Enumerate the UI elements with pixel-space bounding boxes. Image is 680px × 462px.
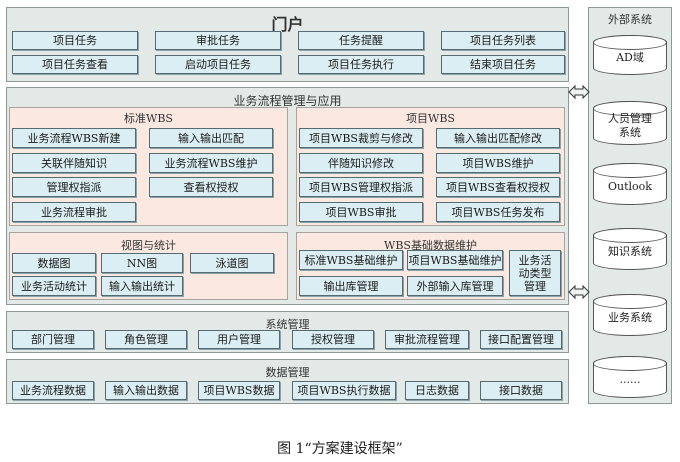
- portal-item-task: 项目任务: [12, 31, 138, 50]
- external-more-label: ......: [619, 373, 641, 386]
- sys-dept: 部门管理: [12, 330, 94, 349]
- std-wbs-maintain: 业务流程WBS维护: [149, 153, 273, 173]
- sys-panel: 系统管理: [6, 311, 569, 353]
- sys-title: 系统管理: [265, 318, 310, 331]
- proj-wbs-tailor: 项目WBS裁剪与修改: [299, 128, 423, 148]
- double-arrow-icon: [568, 284, 590, 300]
- portal-title: 门户: [271, 15, 304, 34]
- std-wbs-knowledge: 关联伴随知识: [12, 153, 136, 173]
- figure-caption: 图 1“方案建设框架”: [277, 441, 403, 457]
- portal-item-approval: 审批任务: [155, 31, 281, 50]
- wbs-base-output-lib: 输出库管理: [299, 276, 403, 296]
- portal-item-reminder: 任务提醒: [298, 31, 424, 50]
- wbs-base-proj: 项目WBS基础维护: [407, 250, 503, 270]
- view-data-chart: 数据图: [12, 253, 96, 273]
- sys-auth: 授权管理: [292, 330, 374, 349]
- std-wbs-title: 标准WBS: [124, 112, 173, 125]
- proj-wbs-title: 项目WBS: [406, 112, 455, 125]
- data-proj-wbs-exec: 项目WBS执行数据: [292, 381, 396, 400]
- external-ad-domain: AD域: [593, 35, 667, 75]
- bpm-title: 业务流程管理与应用: [233, 94, 342, 108]
- external-hr-system-label: 人员管理系统: [608, 112, 652, 139]
- external-title: 外部系统: [608, 13, 652, 26]
- data-bpm: 业务流程数据: [12, 381, 94, 400]
- portal-item-task-end: 结束项目任务: [441, 55, 565, 74]
- sys-user: 用户管理: [198, 330, 280, 349]
- portal-item-task-view: 项目任务查看: [12, 55, 138, 74]
- std-wbs-io-match: 输入输出匹配: [149, 128, 273, 148]
- data-interface: 接口数据: [480, 381, 562, 400]
- external-outlook-label: Outlook: [608, 180, 652, 193]
- portal-item-task-start: 启动项目任务: [155, 55, 281, 74]
- wbs-base-input-lib: 外部输入库管理: [407, 276, 503, 296]
- view-nn-chart: NN图: [101, 253, 183, 273]
- data-io: 输入输出数据: [105, 381, 187, 400]
- data-title: 数据管理: [265, 366, 310, 379]
- data-proj-wbs: 项目WBS数据: [198, 381, 280, 400]
- std-wbs-view-grant: 查看权授权: [149, 177, 273, 197]
- std-wbs-approval: 业务流程审批: [12, 202, 136, 222]
- sys-role: 角色管理: [105, 330, 187, 349]
- wbs-base-std: 标准WBS基础维护: [299, 250, 403, 270]
- stats-io: 输入输出统计: [101, 276, 183, 296]
- wbs-base-activity-type: 业务活动类型管理: [509, 250, 561, 296]
- external-knowledge-system: 知识系统: [593, 228, 667, 270]
- stats-activity: 业务活动统计: [12, 276, 96, 296]
- double-arrow-icon: [568, 84, 590, 100]
- view-stats-title: 视图与统计: [121, 239, 176, 252]
- portal-item-task-list: 项目任务列表: [441, 31, 565, 50]
- external-hr-system: 人员管理系统: [593, 101, 667, 145]
- proj-wbs-knowledge: 伴随知识修改: [299, 153, 423, 173]
- external-business-system: 业务系统: [593, 294, 667, 336]
- external-more: ......: [593, 356, 667, 398]
- proj-wbs-maintain: 项目WBS维护: [436, 153, 560, 173]
- sys-approval-flow: 审批流程管理: [385, 330, 469, 349]
- std-wbs-manage-assign: 管理权指派: [12, 177, 136, 197]
- proj-wbs-view-grant: 项目WBS查看权授权: [436, 177, 560, 197]
- data-log: 日志数据: [405, 381, 469, 400]
- sys-interface: 接口配置管理: [480, 330, 562, 349]
- data-panel: 数据管理: [6, 359, 569, 404]
- proj-wbs-approval: 项目WBS审批: [299, 202, 423, 222]
- external-outlook: Outlook: [593, 163, 667, 205]
- view-swimlane-chart: 泳道图: [190, 253, 274, 273]
- std-wbs-create: 业务流程WBS新建: [12, 128, 136, 148]
- proj-wbs-io-match: 输入输出匹配修改: [436, 128, 560, 148]
- portal-item-task-execute: 项目任务执行: [298, 55, 424, 74]
- proj-wbs-manage-assign: 项目WBS管理权指派: [299, 177, 423, 197]
- proj-wbs-publish: 项目WBS任务发布: [436, 202, 560, 222]
- wbs-base-title: WBS基础数据维护: [384, 239, 477, 252]
- external-knowledge-system-label: 知识系统: [608, 245, 652, 258]
- external-ad-domain-label: AD域: [616, 51, 644, 64]
- external-business-system-label: 业务系统: [608, 311, 652, 324]
